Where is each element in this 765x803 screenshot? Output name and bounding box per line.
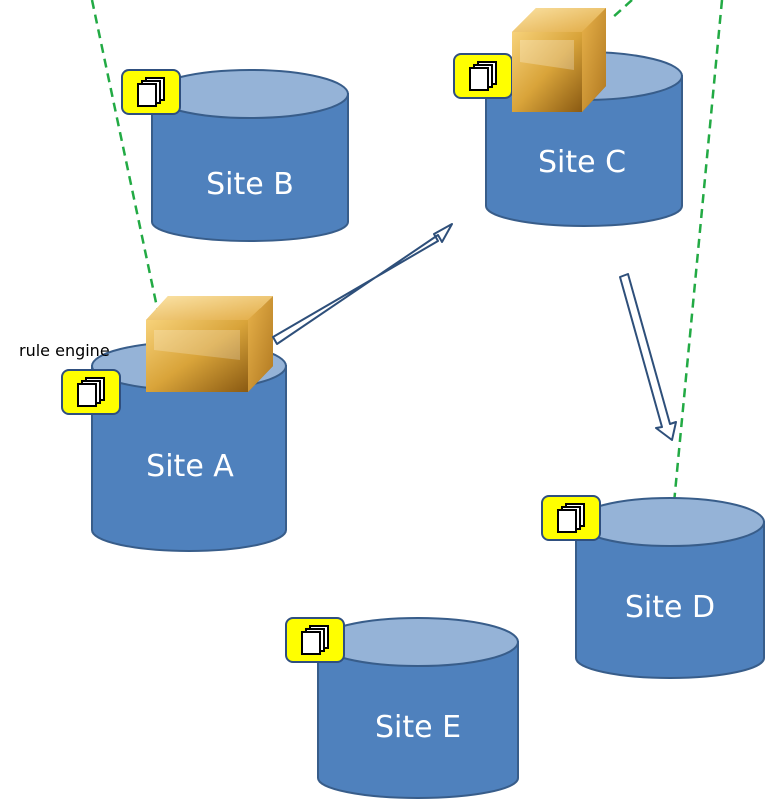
replication-arrow-c-to-d: [619, 273, 677, 441]
replication-arrow-a-to-c: [272, 223, 453, 345]
dashed-link-d: [672, 0, 724, 524]
site-c-label: Site C: [538, 145, 626, 180]
document-stack-icon: [453, 53, 513, 99]
site-e-cylinder[interactable]: Site E: [317, 617, 519, 799]
document-stack-icon: [285, 617, 345, 663]
rule-engine-cube-icon: [146, 296, 273, 392]
document-stack-icon: [61, 369, 121, 415]
rule-engine-label: rule engine: [19, 341, 110, 360]
document-stack-icon: [541, 495, 601, 541]
site-b-label: Site B: [206, 167, 294, 202]
rule-engine-cube-icon: [512, 8, 606, 112]
site-d-cylinder[interactable]: Site D: [575, 497, 765, 679]
dashed-link-a: [90, 0, 160, 313]
site-d-label: Site D: [625, 590, 715, 625]
site-b-cylinder[interactable]: Site B: [151, 69, 349, 242]
document-stack-icon: [121, 69, 181, 115]
site-e-label: Site E: [375, 710, 461, 745]
dashed-link-c-top: [611, 0, 633, 19]
site-a-label: Site A: [146, 449, 234, 484]
